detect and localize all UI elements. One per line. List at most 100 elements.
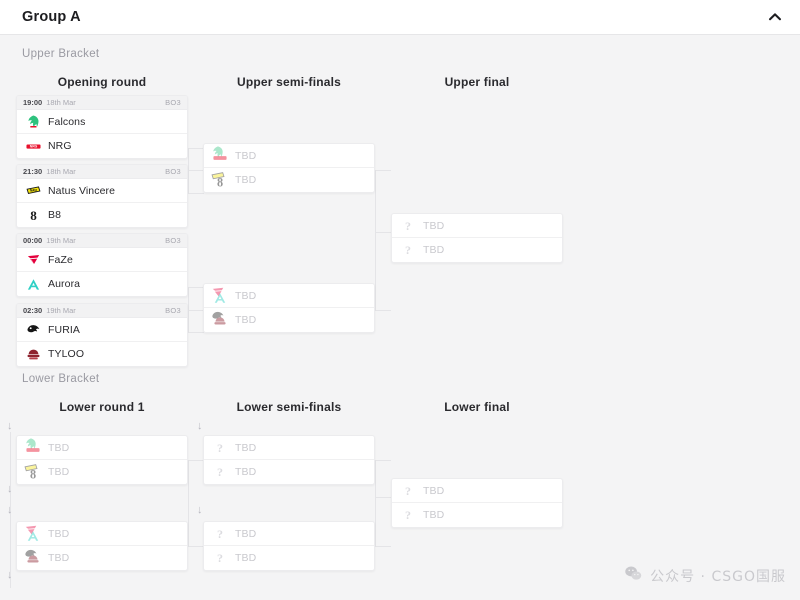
team-name: TBD: [423, 484, 445, 497]
connector: [188, 460, 204, 461]
match-format: BO3: [165, 98, 181, 107]
round-header-lower-semi-finals: Lower semi-finals: [236, 400, 342, 414]
team-name: TBD: [235, 441, 257, 454]
round-header-lower-final: Lower final: [444, 400, 510, 414]
round-header-lower-round-1: Lower round 1: [59, 400, 145, 414]
b8-logo: 8: [25, 207, 41, 223]
match-date: 18th Mar: [46, 167, 76, 176]
watermark-text: 公众号 · CSGO国服: [650, 569, 786, 585]
connector: [188, 310, 204, 311]
drop-arrow-icon: ↓: [197, 504, 203, 516]
team-row[interactable]: NAVI Natus Vincere: [17, 179, 187, 203]
team-row[interactable]: 8 TBD: [17, 460, 187, 484]
match-date: 19th Mar: [46, 306, 76, 315]
team-row[interactable]: 8 TBD: [204, 168, 374, 192]
team-row[interactable]: TBD: [204, 284, 374, 308]
falcons-logo: [25, 114, 41, 130]
team-name: TYLOO: [48, 348, 85, 360]
match-card[interactable]: ? TBD ? TBD: [203, 521, 375, 571]
match-card[interactable]: 00:00 19th Mar BO3 FaZe Aurora: [16, 233, 188, 297]
tyloo-logo: [25, 346, 41, 362]
team-name: TBD: [235, 289, 257, 302]
round-header-upper-final: Upper final: [444, 75, 510, 89]
team-row[interactable]: ? TBD: [392, 503, 562, 527]
drop-arrow-icon: ↓: [7, 483, 13, 495]
connector: [188, 148, 189, 194]
faze-aurora-logo-pair: [25, 525, 41, 542]
team-row[interactable]: TBD: [17, 436, 187, 460]
team-row[interactable]: ? TBD: [204, 522, 374, 546]
svg-text:8: 8: [217, 175, 223, 189]
team-name: TBD: [235, 466, 257, 478]
svg-text:NAVI: NAVI: [29, 189, 36, 193]
aurora-logo: [25, 276, 41, 292]
match-card[interactable]: TBD TBD: [203, 283, 375, 333]
svg-text:8: 8: [30, 467, 36, 481]
match-card[interactable]: ? TBD ? TBD: [391, 478, 563, 528]
team-name: TBD: [423, 244, 445, 256]
team-row[interactable]: ? TBD: [204, 546, 374, 570]
team-row[interactable]: ? TBD: [204, 436, 374, 460]
match-card[interactable]: TBD 8 TBD: [16, 435, 188, 485]
team-name: TBD: [48, 441, 70, 454]
question-mark-icon: ?: [217, 551, 223, 565]
connector: [10, 432, 11, 588]
team-row[interactable]: TBD: [17, 522, 187, 546]
connector: [188, 148, 204, 149]
connector: [188, 170, 204, 171]
faze-logo: [25, 252, 41, 268]
team-row[interactable]: TBD: [204, 144, 374, 168]
connector: [375, 460, 391, 461]
team-row[interactable]: FaZe: [17, 248, 187, 272]
match-card[interactable]: TBD TBD: [16, 521, 188, 571]
match-date: 18th Mar: [46, 98, 76, 107]
team-row[interactable]: ? TBD: [392, 214, 562, 238]
team-name: B8: [48, 209, 62, 221]
team-name: TBD: [235, 174, 257, 186]
match-card[interactable]: TBD 8 TBD: [203, 143, 375, 193]
group-header[interactable]: Group A: [0, 0, 800, 35]
team-row[interactable]: TBD: [204, 308, 374, 332]
question-logo: ?: [400, 507, 416, 523]
team-name: Falcons: [48, 115, 86, 128]
team-row[interactable]: FURIA: [17, 318, 187, 342]
team-row[interactable]: TBD: [17, 546, 187, 570]
question-logo: ?: [212, 550, 228, 566]
match-time: 19:00: [23, 98, 43, 107]
chevron-up-icon[interactable]: [766, 8, 784, 26]
team-name: TBD: [423, 509, 445, 521]
match-format: BO3: [165, 236, 181, 245]
team-name: Natus Vincere: [48, 184, 116, 197]
team-row[interactable]: ? TBD: [392, 479, 562, 503]
drop-arrow-icon: ↓: [7, 420, 13, 432]
connector: [375, 546, 391, 547]
team-name: Aurora: [48, 278, 81, 290]
team-row[interactable]: NRG NRG: [17, 134, 187, 158]
team-row[interactable]: TYLOO: [17, 342, 187, 366]
team-row[interactable]: Falcons: [17, 110, 187, 134]
drop-arrow-icon: ↓: [7, 504, 13, 516]
team-name: TBD: [235, 314, 257, 326]
team-row[interactable]: 8 B8: [17, 203, 187, 227]
match-card[interactable]: 21:30 18th Mar BO3 NAVI Natus Vincere 8 …: [16, 164, 188, 228]
match-date: 19th Mar: [46, 236, 76, 245]
match-meta: 02:30 19th Mar BO3: [17, 304, 187, 318]
match-card[interactable]: 19:00 18th Mar BO3 Falcons NRG NRG: [16, 95, 188, 159]
round-header-upper-semi-finals: Upper semi-finals: [236, 75, 342, 89]
match-card[interactable]: 02:30 19th Mar BO3 FURIA TYLOO: [16, 303, 188, 367]
match-time: 21:30: [23, 167, 43, 176]
team-name: FaZe: [48, 253, 73, 266]
match-card[interactable]: ? TBD ? TBD: [391, 213, 563, 263]
match-card[interactable]: ? TBD ? TBD: [203, 435, 375, 485]
question-mark-icon: ?: [405, 508, 411, 522]
team-row[interactable]: ? TBD: [204, 460, 374, 484]
svg-text:8: 8: [30, 208, 37, 223]
round-header-opening-round: Opening round: [57, 75, 147, 89]
team-row[interactable]: ? TBD: [392, 238, 562, 262]
connector: [375, 170, 376, 311]
team-name: TBD: [48, 527, 70, 540]
question-mark-icon: ?: [217, 465, 223, 479]
team-row[interactable]: Aurora: [17, 272, 187, 296]
navi-b8-logo-pair: 8: [211, 172, 228, 189]
connector: [375, 460, 376, 547]
